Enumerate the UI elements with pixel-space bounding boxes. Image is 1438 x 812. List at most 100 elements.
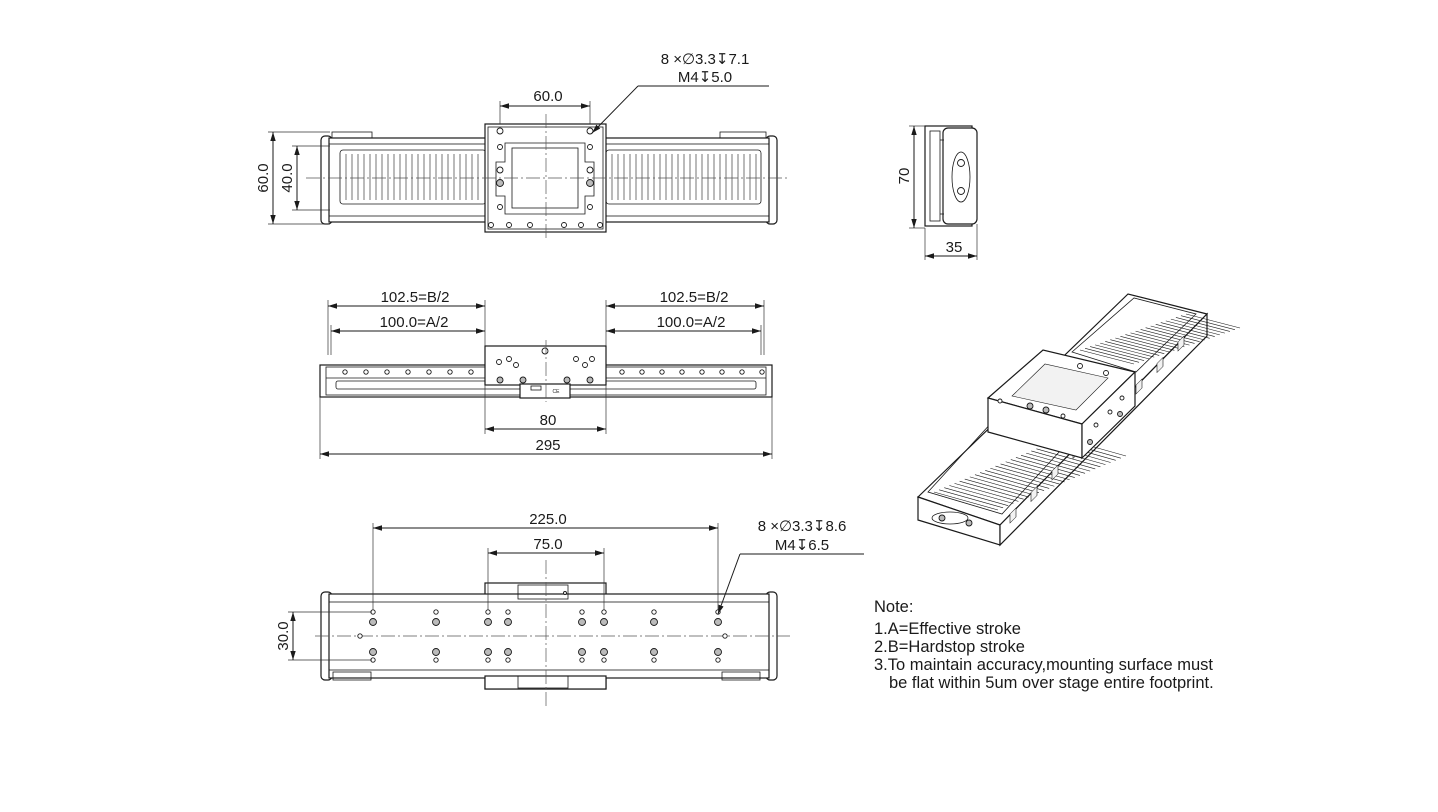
cover-rib	[979, 472, 1045, 491]
cover-rib	[1015, 457, 1081, 476]
top-dim-overall-width: 60.0	[255, 163, 272, 192]
cover-rib	[1100, 342, 1155, 358]
mounting-hole	[432, 648, 440, 656]
side-slot	[1156, 356, 1164, 374]
mounting-hole	[600, 648, 608, 656]
mounting-hole	[369, 648, 377, 656]
cover-rib	[1165, 320, 1220, 336]
bottom-dim-outer-pitch: 225.0	[529, 511, 567, 528]
cover-rib	[1150, 325, 1205, 341]
notes-block: Note: 1.A=Effective stroke 2.B=Hardstop …	[874, 598, 1214, 692]
side-slot	[1051, 464, 1059, 481]
front-view: CE 102.5=B/2 100.0=A/2 102.5=B/2 100.0=A…	[319, 289, 773, 459]
mounting-hole	[504, 618, 512, 626]
cover-rib	[964, 478, 1029, 498]
front-dim-carriage-length: 80	[540, 412, 557, 429]
rail-hole	[739, 369, 745, 375]
side-slot	[1177, 335, 1185, 352]
rail-hole	[447, 369, 453, 375]
right-cover-ribs	[611, 154, 757, 200]
left-cover-ribs	[345, 154, 479, 200]
bottom-dim-row-pitch: 30.0	[275, 621, 292, 650]
cover-rib	[995, 465, 1060, 485]
cover-rib	[1105, 341, 1160, 356]
rail-hole	[363, 369, 369, 375]
cover-rib	[1000, 463, 1065, 483]
mounting-hole	[651, 657, 657, 663]
rail-hole	[659, 369, 665, 375]
cover-rib	[1005, 461, 1070, 481]
mounting-hole	[505, 609, 511, 615]
bottom-view: 225.0 75.0 8 ×∅3.3↧8.6 M4↧6.5 30.0	[275, 511, 864, 706]
cover-rib	[1090, 346, 1145, 361]
cover-rib	[949, 485, 1014, 504]
mounting-hole	[715, 657, 721, 663]
rail-hole	[719, 369, 725, 375]
top-dim-hole-pitch: 60.0	[533, 88, 562, 105]
top-hole-callout-line1: 8 ×∅3.3↧7.1	[661, 51, 750, 68]
cover-rib	[1115, 337, 1170, 353]
mounting-hole	[504, 648, 512, 656]
rail-hole	[342, 369, 348, 375]
mounting-hole	[578, 648, 586, 656]
cover-rib	[969, 476, 1034, 496]
mounting-hole	[485, 657, 491, 663]
mounting-hole	[578, 618, 586, 626]
top-hole-callout-line2: M4↧5.0	[678, 69, 732, 86]
cover-rib	[1010, 459, 1075, 478]
cover-rib	[1120, 335, 1175, 351]
cover-rib	[1079, 349, 1135, 365]
iso-rear-cover-ribs	[1079, 313, 1241, 365]
mounting-hole	[433, 609, 439, 615]
cover-rib	[1084, 347, 1140, 363]
bottom-hole-callout-line1: 8 ×∅3.3↧8.6	[758, 518, 847, 535]
top-dim-rail-width: 40.0	[279, 163, 296, 192]
mounting-hole	[357, 633, 363, 639]
mounting-hole	[433, 657, 439, 663]
front-dim-overall-length: 295	[535, 437, 560, 454]
mounting-hole	[651, 609, 657, 615]
rail-hole	[468, 369, 474, 375]
note-item-1: 1.A=Effective stroke	[874, 620, 1021, 638]
mounting-hole	[579, 657, 585, 663]
rail-hole	[619, 369, 625, 375]
isometric-view	[916, 293, 1241, 547]
cover-rib	[933, 491, 999, 511]
cover-rib	[1026, 452, 1091, 472]
bottom-mounting-holes	[357, 609, 728, 663]
note-item-2: 2.B=Hardstop stroke	[874, 638, 1025, 656]
cover-rib	[954, 483, 1019, 502]
end-view: 70 35	[896, 125, 978, 260]
note-item-3: 3.To maintain accuracy,mounting surface …	[874, 656, 1213, 674]
top-view: 60.0 8 ×∅3.3↧7.1 M4↧5.0 60.0 40.0	[255, 51, 790, 240]
rail-hole	[679, 369, 685, 375]
mounting-hole	[432, 618, 440, 626]
bottom-hole-callout-line2: M4↧6.5	[775, 537, 829, 554]
mounting-hole	[650, 618, 658, 626]
mounting-hole	[600, 618, 608, 626]
side-slot	[1135, 378, 1143, 395]
mounting-hole	[485, 609, 491, 615]
cover-rib	[1130, 332, 1185, 348]
mounting-hole	[369, 618, 377, 626]
rail-hole	[384, 369, 390, 375]
mounting-hole	[714, 648, 722, 656]
rail-hole	[759, 369, 765, 375]
front-dim-stroke-right: 100.0=A/2	[657, 314, 726, 331]
cover-rib	[1095, 344, 1150, 360]
cover-rib	[959, 480, 1024, 500]
cover-rib	[1160, 322, 1215, 337]
bottom-dim-inner-pitch: 75.0	[533, 536, 562, 553]
rail-hole	[405, 369, 411, 375]
mounting-hole	[601, 657, 607, 663]
cover-rib	[1125, 334, 1180, 349]
mounting-hole	[650, 648, 658, 656]
rail-hole	[426, 369, 432, 375]
cover-rib	[1036, 448, 1101, 468]
mounting-hole	[714, 618, 722, 626]
rail-hole	[699, 369, 705, 375]
front-dim-hardstop-left: 102.5=B/2	[381, 289, 450, 306]
cover-rib	[1020, 454, 1086, 474]
front-dim-hardstop-right: 102.5=B/2	[660, 289, 729, 306]
